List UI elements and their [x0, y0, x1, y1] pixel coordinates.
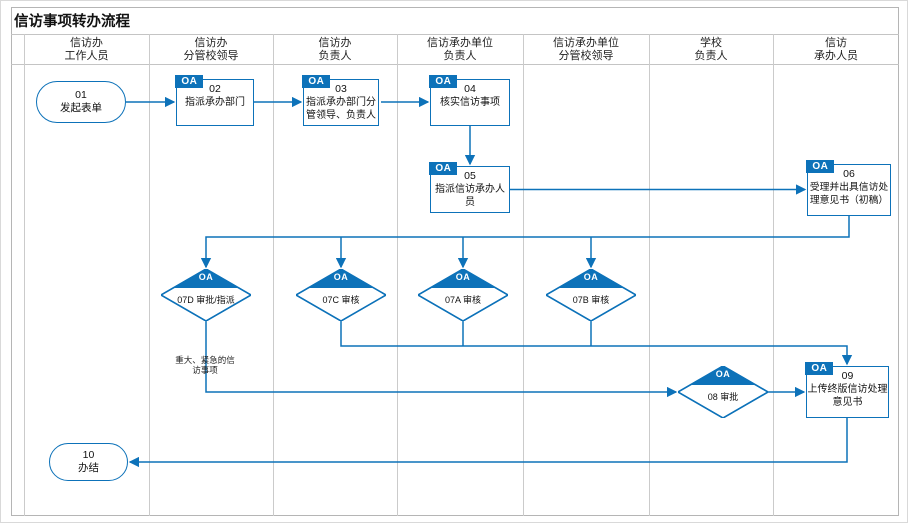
node-label: 发起表单: [60, 102, 102, 114]
lane-header-line: 学校: [700, 37, 722, 49]
node-label: 08 审批: [707, 392, 739, 402]
lane-header-handling-unit-leader: 信访承办单位 分管校领导: [523, 37, 649, 63]
node-label: 核实信访事项: [440, 97, 500, 108]
oa-tag: OA: [198, 272, 214, 282]
oa-tag: OA: [429, 75, 458, 88]
lane-header-line: 工作人员: [64, 50, 109, 62]
node-number: 10: [82, 449, 95, 461]
node-04-verify[interactable]: OA 04 核实信访事项: [429, 75, 510, 126]
node-number: 04: [464, 83, 476, 95]
node-number: 02: [209, 83, 221, 95]
decision-07c-review[interactable]: OA 07C 审核: [296, 269, 386, 321]
lane-divider: [149, 34, 150, 516]
lane-header-line: 信访: [825, 37, 847, 49]
decision-07a-review[interactable]: OA 07A 审核: [418, 269, 508, 321]
node-06-draft-opinion[interactable]: OA 06 受理并出具信访处理意见书（初稿）: [806, 160, 891, 216]
oa-tag: OA: [333, 272, 349, 282]
lane-header-line: 负责人: [443, 50, 477, 62]
node-label: 受理并出具信访处理意见书（初稿）: [809, 182, 889, 206]
node-09-upload-final[interactable]: OA 09 上传终版信访处理意见书: [805, 362, 889, 418]
lane-divider: [273, 34, 274, 516]
lane-header-line: 负责人: [318, 50, 352, 62]
header-divider: [11, 64, 899, 65]
lane-header-school-head: 学校 负责人: [649, 37, 773, 63]
lane-header-handling-unit-head: 信访承办单位 负责人: [397, 37, 523, 63]
oa-tag: OA: [805, 362, 834, 375]
lane-header-petition-office-head: 信访办 负责人: [273, 37, 397, 63]
decision-07b-review[interactable]: OA 07B 审核: [546, 269, 636, 321]
swimlane-frame: [11, 7, 899, 516]
lane-divider: [24, 34, 25, 516]
node-label: 上传终版信访处理意见书: [807, 384, 888, 408]
lane-divider: [523, 34, 524, 516]
oa-tag: OA: [175, 75, 204, 88]
title-divider: [11, 34, 899, 35]
node-label: 07C 审核: [322, 295, 360, 305]
lane-header-line: 承办人员: [814, 50, 858, 62]
lane-header-line: 信访承办单位: [553, 37, 619, 49]
node-label: 指派信访承办人员: [435, 184, 505, 208]
node-label: 07B 审核: [572, 295, 610, 305]
lane-divider: [773, 34, 774, 516]
node-10-end[interactable]: 10 办结: [49, 443, 128, 481]
lane-header-line: 分管校领导: [558, 50, 614, 62]
lane-header-line: 信访办: [318, 37, 352, 49]
decision-07d-approve-assign[interactable]: OA 07D 审批/指派: [161, 269, 251, 321]
lane-header-petition-office-staff: 信访办 工作人员: [24, 37, 149, 63]
node-label: 07A 审核: [444, 295, 482, 305]
node-03-assign-leader[interactable]: OA 03 指派承办部门分管领导、负责人: [302, 75, 379, 126]
node-label: 07D 审批/指派: [177, 295, 235, 305]
oa-tag: OA: [455, 272, 471, 282]
oa-tag: OA: [429, 162, 458, 175]
node-number: 06: [843, 168, 855, 180]
lane-header-line: 信访承办单位: [427, 37, 493, 49]
lane-header-line: 信访办: [70, 37, 103, 49]
lane-header-line: 负责人: [694, 50, 728, 62]
lane-header-line: 信访办: [194, 37, 228, 49]
edge-label-urgent-matters: 重大、紧急的信访事项: [175, 355, 235, 375]
node-number: 05: [464, 170, 476, 182]
lane-header-petition-office-leader: 信访办 分管校领导: [149, 37, 273, 63]
node-number: 01: [75, 89, 87, 101]
node-label: 指派承办部门: [185, 97, 245, 108]
lane-divider: [397, 34, 398, 516]
node-01-start[interactable]: 01 发起表单: [36, 81, 126, 123]
oa-tag: OA: [806, 160, 835, 173]
lane-divider: [649, 34, 650, 516]
oa-tag: OA: [715, 369, 731, 379]
page-title: 信访事项转办流程: [14, 14, 130, 30]
oa-tag: OA: [583, 272, 599, 282]
node-number: 03: [335, 83, 347, 95]
node-label: 指派承办部门分管领导、负责人: [306, 97, 376, 121]
oa-tag: OA: [302, 75, 331, 88]
node-02-assign-dept[interactable]: OA 02 指派承办部门: [175, 75, 254, 126]
node-number: 09: [841, 370, 854, 382]
node-05-assign-handler[interactable]: OA 05 指派信访承办人员: [429, 162, 510, 213]
decision-08-approve[interactable]: OA 08 审批: [678, 366, 768, 418]
node-label: 办结: [78, 462, 99, 474]
lane-header-line: 分管校领导: [183, 50, 239, 62]
lane-header-petition-handler: 信访 承办人员: [773, 37, 899, 63]
